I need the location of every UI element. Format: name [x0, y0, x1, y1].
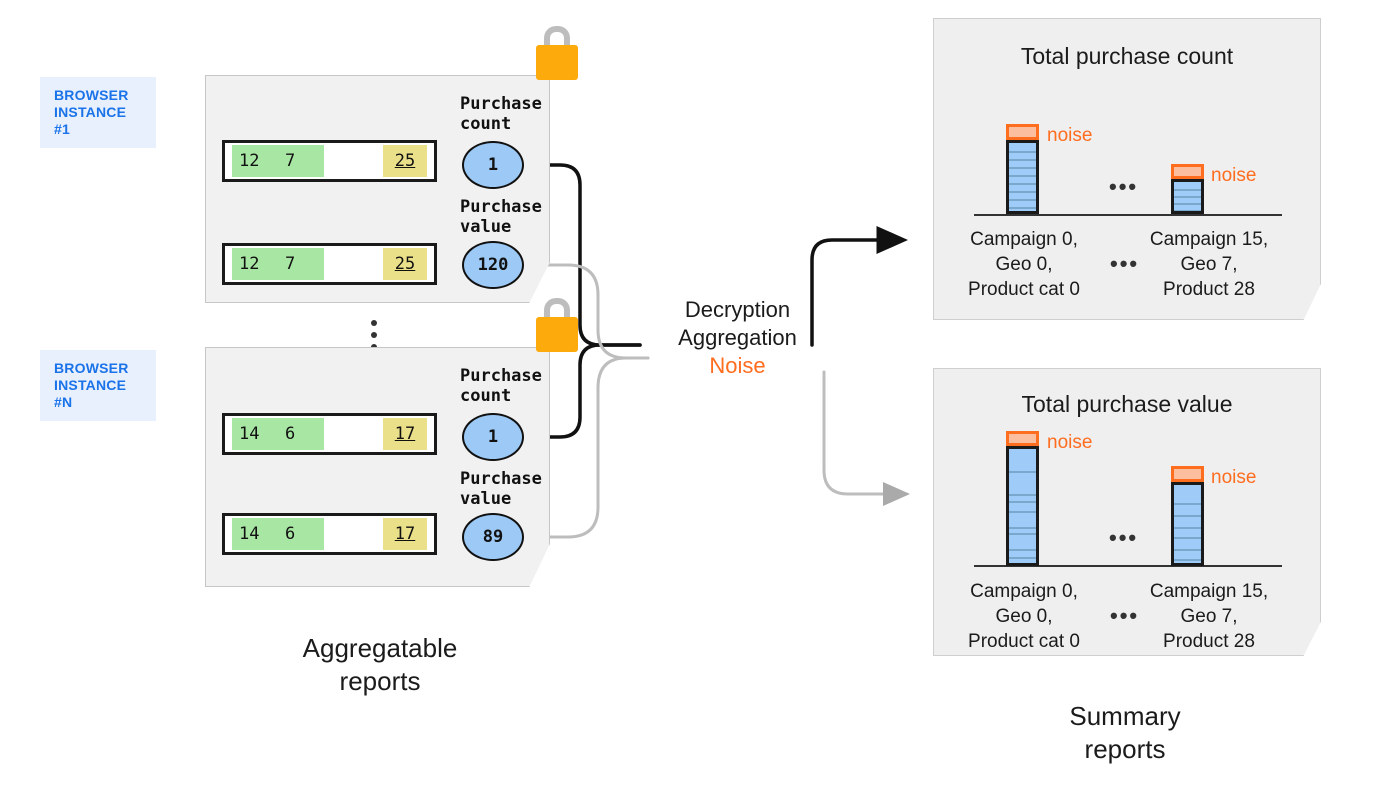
- report-row: 14 6 17: [222, 413, 437, 455]
- report-cell-green: 12: [232, 248, 278, 280]
- process-line-aggregation: Aggregation: [678, 325, 797, 350]
- value-category-label-1: Campaign 15, Geo 7, Product 28: [1149, 581, 1269, 652]
- count-label-ellipsis: •••: [1110, 251, 1140, 276]
- count-noise-label-1: noise: [1211, 165, 1257, 186]
- count-bar-0: [1006, 140, 1039, 214]
- count-bar-group-1: [1171, 164, 1204, 214]
- report-cell-yellow-value: 17: [394, 524, 416, 544]
- value-chart-ellipsis: •••: [1109, 525, 1139, 550]
- count-chart-ellipsis: •••: [1109, 174, 1139, 199]
- report-cell-green: 7: [278, 145, 324, 177]
- report-cell-yellow: 17: [383, 518, 427, 550]
- aggregatable-reports-caption: Aggregatable reports: [302, 633, 458, 696]
- summary-report-count-card: Total purchase count noise •••: [933, 18, 1321, 320]
- report-row: 12 7 25: [222, 243, 437, 285]
- summary-report-value-card: Total purchase value noise •••: [933, 368, 1321, 656]
- browser-instance-n-tag: BROWSER INSTANCE #N: [40, 350, 156, 421]
- value-noise-label-1: noise: [1211, 467, 1257, 488]
- count-noise-segment-0: [1006, 124, 1039, 140]
- count-plot-area: noise ••• noise Campaign 0, Geo 0, Produ…: [934, 19, 1321, 320]
- report-row: 12 7 25: [222, 140, 437, 182]
- value-noise-segment-0: [1006, 431, 1039, 446]
- report-cell-green: 12: [232, 145, 278, 177]
- report-cell-green: 6: [278, 418, 324, 450]
- value-noise-segment-1: [1171, 466, 1204, 482]
- value-noise-label-0: noise: [1047, 432, 1093, 453]
- count-axis-line: [974, 214, 1282, 216]
- count-noise-label-0: noise: [1047, 125, 1093, 146]
- report-cell-green: 6: [278, 518, 324, 550]
- vertical-ellipsis-icon: [371, 320, 377, 350]
- value-axis-line: [974, 565, 1282, 567]
- summary-reports-caption: Summary reports: [1069, 701, 1181, 764]
- report-cell-yellow-value: 25: [394, 151, 416, 171]
- purchase-value-badge: 120: [462, 241, 524, 289]
- process-line-decryption: Decryption: [684, 297, 791, 322]
- report-row: 14 6 17: [222, 513, 437, 555]
- count-category-label-0: Campaign 0, Geo 0, Product cat 0: [968, 229, 1080, 300]
- process-line-noise: Noise: [709, 353, 766, 378]
- report-cell-green: 14: [232, 518, 278, 550]
- value-bar-group-0: [1006, 431, 1039, 566]
- count-bar-group-0: [1006, 124, 1039, 214]
- value-category-label-0: Campaign 0, Geo 0, Product cat 0: [968, 581, 1080, 652]
- report-cell-yellow: 25: [383, 145, 427, 177]
- value-bar-group-1: [1171, 466, 1204, 566]
- report-cell-yellow: 17: [383, 418, 427, 450]
- summary-count-title: Total purchase count: [1020, 43, 1234, 69]
- process-label: Decryption Aggregation Noise: [650, 296, 825, 380]
- purchase-value-label: Purchase value: [460, 469, 542, 509]
- browser-instance-1-tag: BROWSER INSTANCE #1: [40, 77, 156, 148]
- summary-value-title: Total purchase value: [1021, 391, 1233, 417]
- report-cell-yellow-value: 17: [394, 424, 416, 444]
- value-bar-0: [1006, 446, 1039, 566]
- count-noise-segment-1: [1171, 164, 1204, 179]
- report-cell-green: 7: [278, 248, 324, 280]
- purchase-value-label: Purchase value: [460, 197, 542, 237]
- value-bar-1: [1171, 482, 1204, 566]
- report-cell-yellow: 25: [383, 248, 427, 280]
- purchase-value-badge: 89: [462, 513, 524, 561]
- report-cell-yellow-value: 25: [394, 254, 416, 274]
- report-cell-green: 14: [232, 418, 278, 450]
- count-category-label-1: Campaign 15, Geo 7, Product 28: [1149, 229, 1269, 300]
- purchase-count-label: Purchase count: [460, 366, 542, 406]
- value-label-ellipsis: •••: [1110, 603, 1140, 628]
- value-plot-area: noise ••• noise Campaign 0, Geo 0, Produ…: [934, 369, 1321, 656]
- count-bar-1: [1171, 179, 1204, 214]
- purchase-count-badge: 1: [462, 413, 524, 461]
- purchase-count-label: Purchase count: [460, 94, 542, 134]
- purchase-count-badge: 1: [462, 141, 524, 189]
